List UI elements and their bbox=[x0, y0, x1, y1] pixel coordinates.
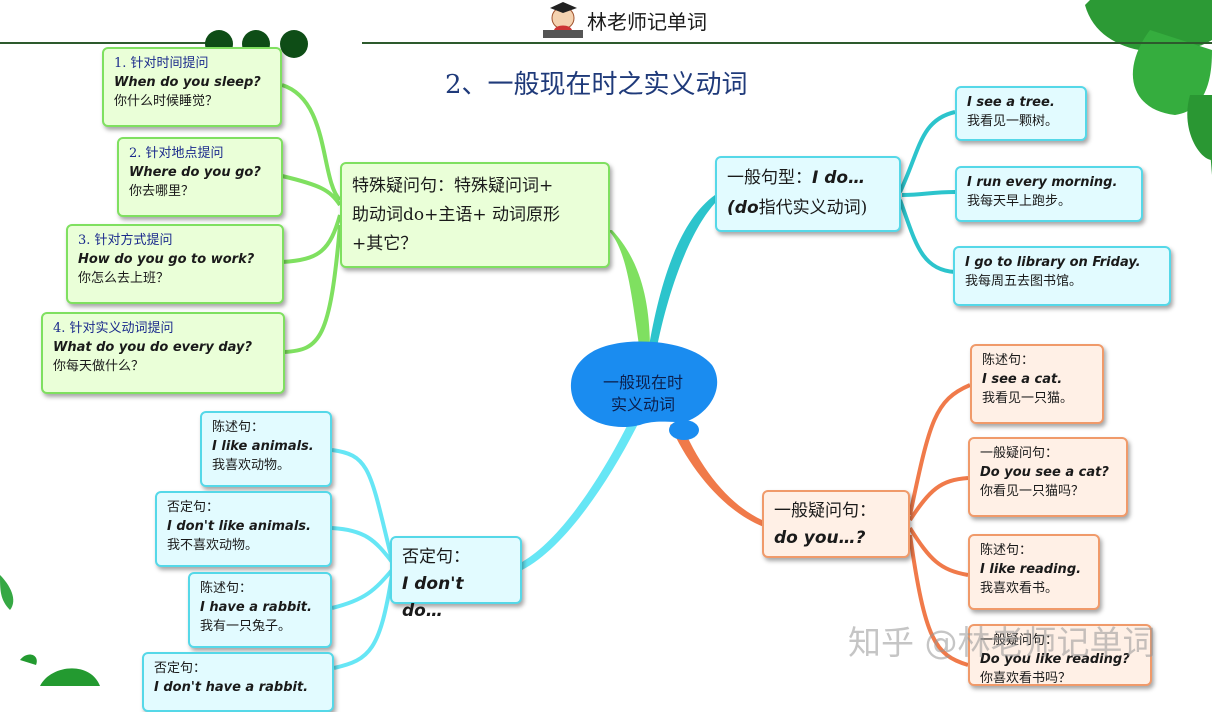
center-line-1: 一般现在时 bbox=[602, 373, 683, 392]
affirm-node: 一般句型：I do… (do指代实义动词) bbox=[715, 156, 901, 232]
special-main-line-1: 特殊疑问句：特殊疑问词+ bbox=[352, 176, 554, 196]
branch-special-items bbox=[281, 83, 342, 354]
question-node: 一般疑问句： do you…? bbox=[762, 490, 910, 558]
question-item: 陈述句： I see a cat. 我看见一只猫。 bbox=[970, 344, 1104, 424]
special-item: 3. 针对方式提问 How do you go to work? 你怎么去上班？ bbox=[66, 224, 284, 304]
special-item: 2. 针对地点提问 Where do you go? 你去哪里？ bbox=[117, 137, 283, 217]
special-item: 1. 针对时间提问 When do you sleep? 你什么时候睡觉？ bbox=[102, 47, 282, 127]
center-node bbox=[570, 341, 718, 440]
question-item: 一般疑问句： Do you see a cat? 你看见一只猫吗？ bbox=[968, 437, 1128, 517]
affirm-item: I go to library on Friday. 我每周五去图书馆。 bbox=[953, 246, 1171, 306]
special-main-line-2: 助动词do+主语+ 动词原形 bbox=[352, 204, 561, 225]
special-item: 4. 针对实义动词提问 What do you do every day? 你每… bbox=[41, 312, 285, 394]
negative-item: 陈述句： I have a rabbit. 我有一只兔子。 bbox=[188, 572, 332, 648]
page-title: 2、一般现在时之实义动词 bbox=[445, 70, 748, 100]
special-main-line-3: +其它？ bbox=[352, 233, 418, 254]
header-dot bbox=[280, 30, 308, 58]
negative-node: 否定句： I don't do… bbox=[390, 536, 522, 621]
negative-item: 否定句： I don't like animals. 我不喜欢动物。 bbox=[155, 491, 332, 567]
branch-negative bbox=[522, 420, 640, 570]
negative-item: 陈述句： I like animals. 我喜欢动物。 bbox=[200, 411, 332, 487]
header-line-left bbox=[0, 42, 220, 44]
question-item: 陈述句： I like reading. 我喜欢看书。 bbox=[968, 534, 1100, 610]
header-line-right bbox=[362, 42, 1212, 44]
center-line-2: 实义动词 bbox=[610, 395, 675, 415]
question-item: 一般疑问句： Do you like reading? 你喜欢看书吗？ bbox=[968, 624, 1152, 686]
watermark: 知乎 @林老师记单词 bbox=[848, 623, 1156, 662]
affirm-item: I see a tree. 我看见一颗树。 bbox=[955, 86, 1087, 141]
affirm-item: I run every morning. 我每天早上跑步。 bbox=[955, 166, 1143, 222]
branch-affirm bbox=[648, 195, 716, 352]
special-question-node: 特殊疑问句：特殊疑问词+ 助动词do+主语+ 动词原形 +其它？ bbox=[340, 162, 610, 268]
branch-question-items bbox=[908, 383, 971, 667]
center-node-text: 一般现在时 实义动词 bbox=[570, 372, 716, 417]
branch-special bbox=[608, 230, 650, 352]
brand-name: 林老师记单词 bbox=[587, 10, 707, 34]
branch-negative-items bbox=[331, 448, 394, 670]
branch-affirm-items bbox=[898, 110, 956, 274]
decoration-layer bbox=[0, 0, 1212, 686]
teacher-avatar-icon bbox=[543, 2, 583, 38]
negative-item: 否定句： I don't have a rabbit. bbox=[142, 652, 334, 712]
